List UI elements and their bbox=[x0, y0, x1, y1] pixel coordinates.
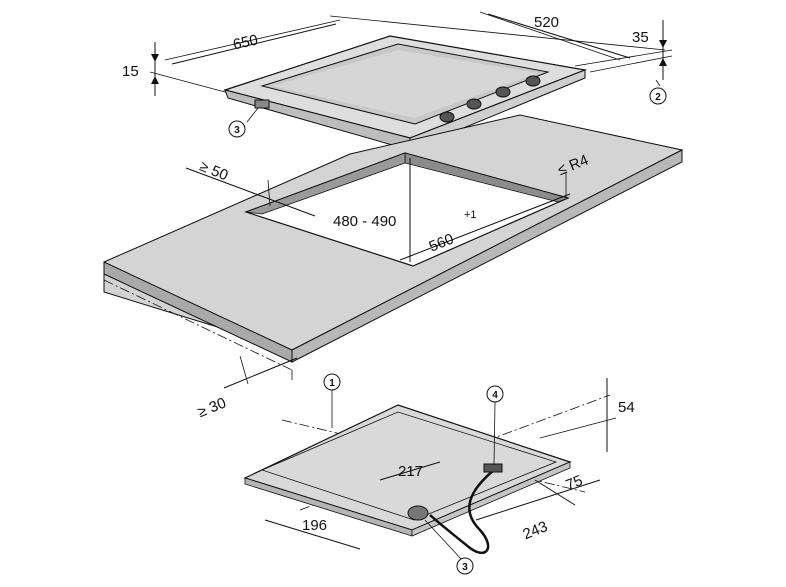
dim-line-75 bbox=[534, 479, 576, 506]
connector-plug bbox=[407, 505, 429, 521]
callout-circle-3-top bbox=[228, 120, 246, 138]
label-480-490: 480 - 490 bbox=[333, 213, 396, 230]
power-cable bbox=[429, 469, 495, 555]
dim-line-217 bbox=[379, 461, 441, 481]
callout-4: 4 bbox=[492, 390, 498, 401]
dim-line-50 bbox=[185, 167, 316, 217]
label-35: 35 bbox=[632, 29, 649, 46]
callout-circle-2 bbox=[649, 87, 667, 105]
dim-line-480 bbox=[399, 193, 571, 261]
label-54: 54 bbox=[618, 399, 635, 416]
label-30: ≥ 30 bbox=[195, 394, 228, 421]
callout-3-top: 3 bbox=[234, 125, 240, 136]
callout-1: 1 bbox=[329, 378, 335, 389]
terminal-block bbox=[483, 463, 503, 473]
callout-circle-1 bbox=[323, 373, 341, 391]
hob-underside bbox=[243, 378, 617, 561]
hob-top-view bbox=[149, 11, 673, 151]
connector-box bbox=[254, 99, 270, 109]
callout-circle-3-bottom bbox=[456, 557, 474, 575]
dim-line-30 bbox=[223, 357, 298, 389]
label-650: 650 bbox=[232, 32, 260, 54]
label-243: 243 bbox=[521, 518, 551, 543]
label-520: 520 bbox=[534, 14, 559, 31]
label-50: ≥ 50 bbox=[197, 158, 230, 185]
dim-line-650 bbox=[171, 23, 337, 65]
dim-line-520 bbox=[487, 13, 631, 59]
knob-1 bbox=[439, 111, 455, 123]
label-75: 75 bbox=[563, 472, 585, 494]
label-217: 217 bbox=[398, 463, 423, 480]
knob-2 bbox=[466, 98, 482, 110]
knob-4 bbox=[525, 75, 541, 87]
callout-circle-4 bbox=[486, 385, 504, 403]
callout-3-bottom: 3 bbox=[462, 562, 468, 573]
label-15: 15 bbox=[122, 63, 139, 80]
knob-3 bbox=[495, 86, 511, 98]
dim-line-243 bbox=[475, 479, 601, 521]
label-560-tol: +1 bbox=[464, 209, 477, 221]
countertop bbox=[103, 114, 684, 389]
callout-2: 2 bbox=[655, 92, 661, 103]
dim-line-196 bbox=[264, 519, 361, 550]
label-196: 196 bbox=[302, 517, 327, 534]
